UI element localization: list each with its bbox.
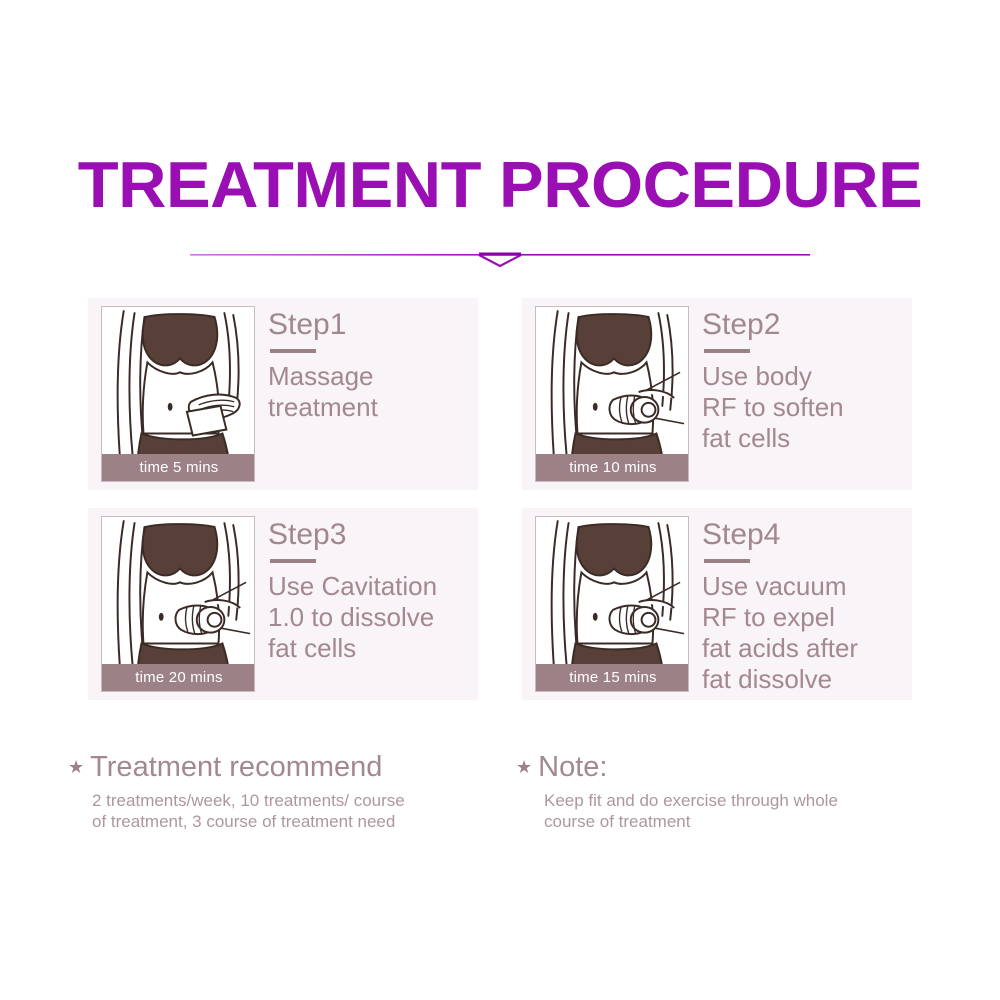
step-card-2[interactable]: time 10 mins Step2 Use body RF to soften… [522, 298, 912, 490]
note-treatment-recommend: ★ Treatment recommend 2 treatments/week,… [68, 750, 516, 832]
step-title: Step2 [702, 308, 781, 341]
step-text-4: Step4 Use vacuum RF to expel fat acids a… [689, 516, 912, 700]
star-icon: ★ [516, 757, 533, 777]
step-rule [270, 559, 316, 563]
step-rule [704, 349, 750, 353]
step-rule [270, 349, 316, 353]
steps-row-1: time 5 mins Step1 Massage treatment [88, 298, 912, 490]
note-note: ★ Note: Keep fit and do exercise through… [516, 750, 968, 832]
time-badge: time 15 mins [536, 664, 688, 691]
step-illustration-2: time 10 mins [535, 306, 689, 482]
steps-grid: time 5 mins Step1 Massage treatment [88, 298, 912, 700]
steps-row-2: time 20 mins Step3 Use Cavitation 1.0 to… [88, 508, 912, 700]
note-body: Keep fit and do exercise through whole c… [544, 791, 838, 831]
step-description: Massage treatment [268, 361, 378, 422]
step-title: Step1 [268, 308, 347, 341]
time-badge: time 20 mins [102, 664, 254, 691]
page-title: TREATMENT PROCEDURE [77, 148, 923, 221]
step-card-3[interactable]: time 20 mins Step3 Use Cavitation 1.0 to… [88, 508, 478, 700]
footer-notes: ★ Treatment recommend 2 treatments/week,… [68, 750, 968, 832]
step-description: Use body RF to soften fat cells [702, 361, 844, 453]
step-illustration-4: time 15 mins [535, 516, 689, 692]
time-badge: time 10 mins [536, 454, 688, 481]
note-heading-text: Note: [538, 751, 608, 783]
note-heading: ★ Treatment recommend [68, 750, 516, 784]
star-icon: ★ [68, 757, 85, 777]
time-badge: time 5 mins [102, 454, 254, 481]
step-illustration-3: time 20 mins [101, 516, 255, 692]
step-text-2: Step2 Use body RF to soften fat cells [689, 306, 912, 490]
note-heading: ★ Note: [516, 750, 968, 784]
step-title: Step3 [268, 518, 347, 551]
note-heading-text: Treatment recommend [90, 751, 383, 783]
note-body: 2 treatments/week, 10 treatments/ course… [92, 791, 405, 831]
step-description: Use Cavitation 1.0 to dissolve fat cells [268, 571, 438, 663]
title-divider [190, 243, 810, 269]
step-text-3: Step3 Use Cavitation 1.0 to dissolve fat… [255, 516, 478, 700]
step-illustration-1: time 5 mins [101, 306, 255, 482]
step-description: Use vacuum RF to expel fat acids after f… [702, 571, 859, 694]
step-title: Step4 [702, 518, 781, 551]
step-text-1: Step1 Massage treatment [255, 306, 478, 490]
step-card-1[interactable]: time 5 mins Step1 Massage treatment [88, 298, 478, 490]
step-card-4[interactable]: time 15 mins Step4 Use vacuum RF to expe… [522, 508, 912, 700]
step-rule [704, 559, 750, 563]
